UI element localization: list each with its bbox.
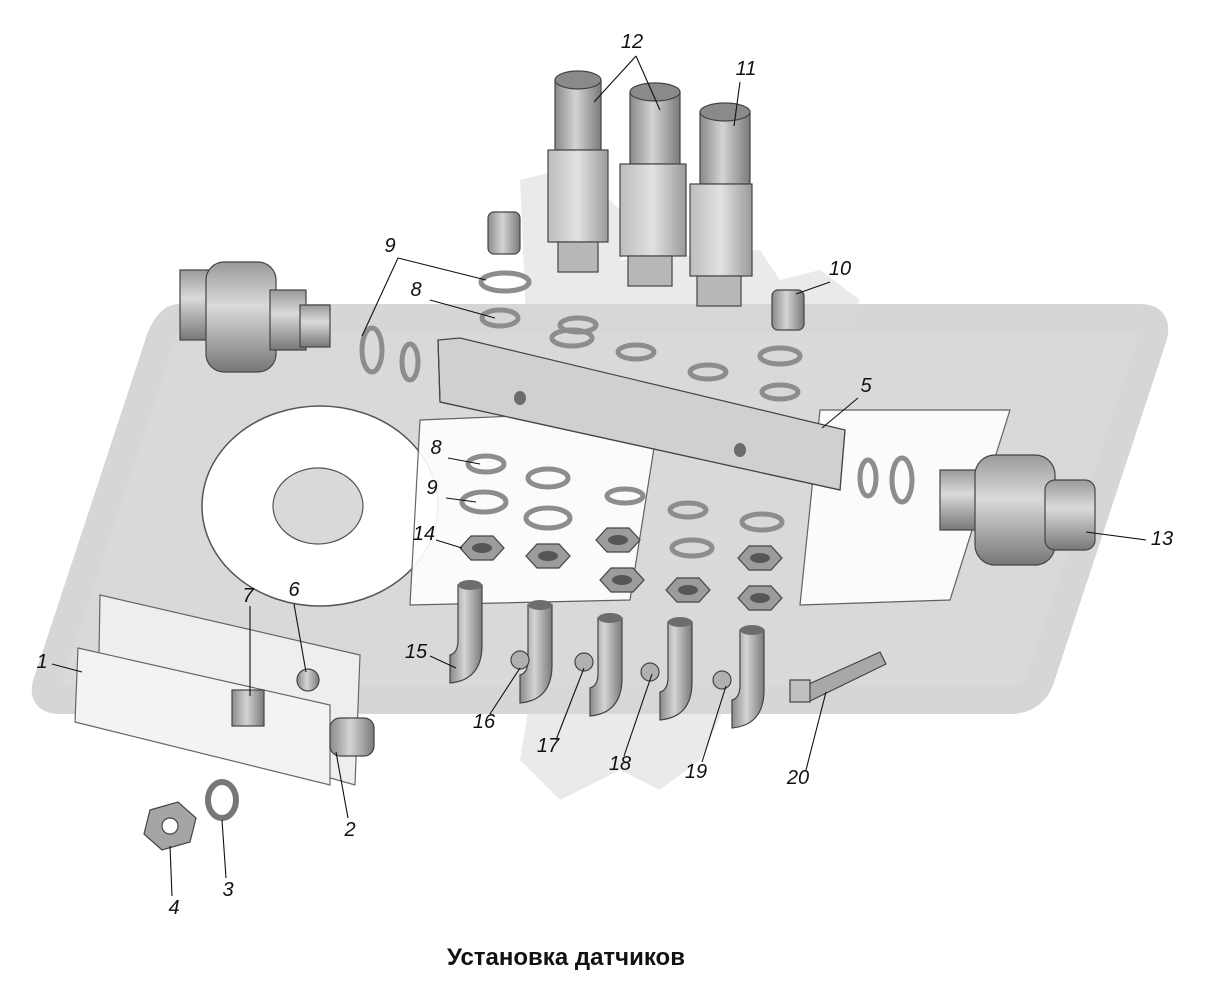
leader-line — [397, 257, 487, 281]
washer — [759, 382, 801, 402]
leader-line — [429, 299, 496, 319]
washer — [359, 325, 385, 375]
leader-line — [361, 257, 399, 337]
leader-line — [445, 497, 477, 503]
leader-line — [1085, 531, 1147, 541]
nut-hole — [538, 551, 558, 561]
washers — [359, 270, 915, 559]
leader-line — [169, 845, 173, 897]
washer — [479, 307, 521, 329]
loose-hardware — [143, 779, 239, 851]
washer — [525, 466, 571, 490]
callout-15: 15 — [405, 641, 428, 663]
elbow-fitting — [589, 617, 623, 717]
callout-13: 13 — [1151, 528, 1173, 550]
washer — [523, 505, 573, 531]
leader-line — [335, 751, 349, 819]
callout-5: 5 — [860, 375, 872, 397]
callout-8: 8 — [430, 437, 441, 459]
leader-line — [555, 667, 585, 741]
callout-19: 19 — [685, 761, 707, 783]
leader-line — [293, 603, 307, 673]
elbow-fitting — [659, 621, 693, 721]
nut-hole — [472, 543, 492, 553]
sensor-group-top — [547, 70, 753, 307]
nut-hole — [750, 593, 770, 603]
nut-hole — [678, 585, 698, 595]
callout-3: 3 — [222, 879, 233, 901]
diagram-title: Установка датчиков — [447, 944, 685, 971]
washer — [465, 453, 507, 475]
leader-line — [429, 655, 457, 669]
sensor-right — [939, 454, 1096, 566]
washer — [557, 315, 599, 335]
nut-hole — [750, 553, 770, 563]
callout-14: 14 — [413, 523, 435, 545]
bracket — [74, 594, 375, 786]
callout-17: 17 — [537, 735, 560, 757]
washer — [669, 537, 715, 559]
washer — [889, 455, 915, 505]
leader-line — [795, 281, 831, 295]
callout-10: 10 — [829, 258, 851, 280]
elbow-fittings — [449, 580, 765, 729]
manifold-bar — [437, 337, 846, 491]
washer — [399, 341, 421, 383]
callout-18: 18 — [609, 753, 631, 775]
washer — [667, 500, 709, 520]
stud — [789, 651, 887, 703]
callout-4: 4 — [168, 897, 179, 919]
washer — [857, 457, 879, 499]
leader-line — [435, 539, 463, 549]
leader-line — [635, 55, 661, 111]
callout-9: 9 — [426, 477, 437, 499]
elbow-opening — [740, 625, 764, 635]
elbow-opening — [598, 613, 622, 623]
elbow-fitting — [449, 584, 483, 684]
sensor-left — [179, 261, 331, 373]
washer — [687, 362, 729, 382]
callout-16: 16 — [473, 711, 496, 733]
leader-line — [51, 663, 83, 673]
small-nut — [574, 652, 594, 672]
callout-9: 9 — [384, 235, 395, 257]
leader-line — [733, 81, 741, 127]
leader-line — [701, 685, 727, 763]
callout-12: 12 — [621, 31, 643, 53]
callout-2: 2 — [343, 819, 355, 841]
elbow-fitting — [731, 629, 765, 729]
leader-line — [489, 667, 521, 715]
callout-6: 6 — [288, 579, 300, 601]
callout-8: 8 — [410, 279, 421, 301]
leader-line — [805, 691, 827, 771]
washer — [478, 270, 532, 294]
leader-line — [623, 673, 653, 757]
leader-line — [821, 397, 859, 429]
small-nut — [510, 650, 530, 670]
washer — [757, 345, 803, 367]
leader-line — [221, 819, 227, 879]
small-nut — [712, 670, 732, 690]
washer — [604, 486, 646, 506]
leader-line — [447, 457, 481, 465]
elbow-opening — [458, 580, 482, 590]
callout-1: 1 — [36, 651, 47, 673]
leader-line — [593, 55, 637, 103]
elbow-opening — [528, 600, 552, 610]
nuts — [459, 527, 783, 611]
callout-11: 11 — [736, 58, 757, 80]
callout-7: 7 — [242, 585, 254, 607]
washer — [459, 489, 509, 515]
washer — [615, 342, 657, 362]
elbow-opening — [668, 617, 692, 627]
plug-parts — [487, 211, 805, 331]
callout-20: 20 — [786, 767, 809, 789]
nut-hole — [608, 535, 628, 545]
nut-hole — [612, 575, 632, 585]
washer — [739, 511, 785, 533]
